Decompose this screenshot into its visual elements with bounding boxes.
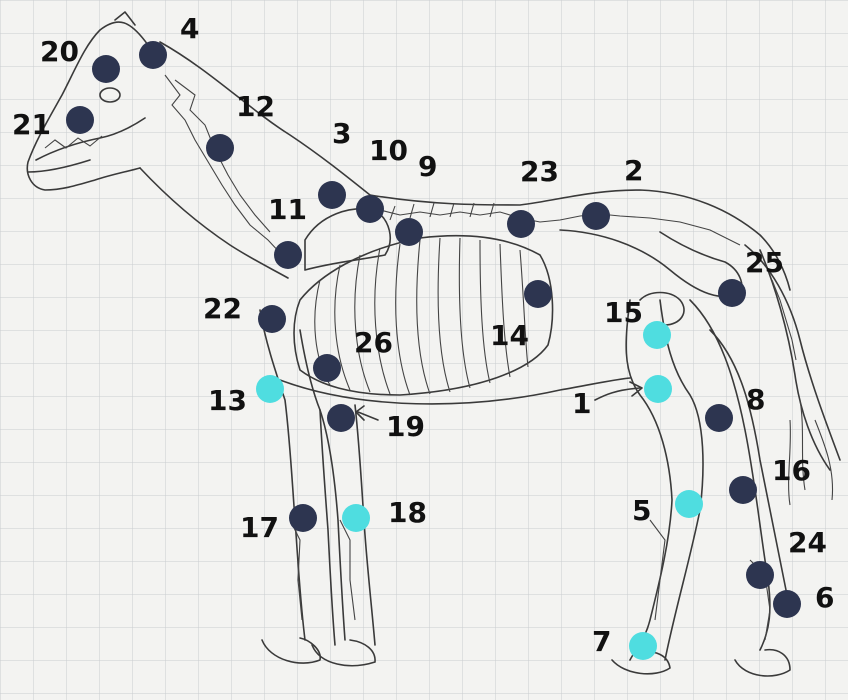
marker-dot-22 xyxy=(258,305,286,333)
marker-dot-6 xyxy=(773,590,801,618)
marker-label-25: 25 xyxy=(745,246,784,279)
marker-dot-3 xyxy=(318,181,346,209)
marker-label-6: 6 xyxy=(815,581,834,614)
marker-label-4: 4 xyxy=(180,12,199,45)
marker-label-7: 7 xyxy=(592,625,611,658)
marker-label-9: 9 xyxy=(418,150,437,183)
marker-dot-17 xyxy=(289,504,317,532)
marker-label-26: 26 xyxy=(354,326,393,359)
marker-dot-21 xyxy=(66,106,94,134)
marker-label-22: 22 xyxy=(203,292,242,325)
marker-dot-13 xyxy=(256,375,284,403)
marker-label-15: 15 xyxy=(604,296,643,329)
marker-dot-25 xyxy=(718,279,746,307)
marker-dot-10 xyxy=(356,195,384,223)
marker-dot-1 xyxy=(644,375,672,403)
marker-dot-14 xyxy=(524,280,552,308)
marker-dot-15 xyxy=(643,321,671,349)
marker-label-3: 3 xyxy=(332,117,351,150)
marker-label-1: 1 xyxy=(572,387,591,420)
marker-label-16: 16 xyxy=(772,454,811,487)
marker-dot-2 xyxy=(582,202,610,230)
marker-dot-12 xyxy=(206,134,234,162)
marker-label-18: 18 xyxy=(388,496,427,529)
marker-dot-18 xyxy=(342,504,370,532)
marker-label-2: 2 xyxy=(624,154,643,187)
marker-label-10: 10 xyxy=(369,134,408,167)
marker-label-17: 17 xyxy=(240,511,279,544)
marker-label-5: 5 xyxy=(632,494,651,527)
marker-label-23: 23 xyxy=(520,155,559,188)
marker-label-19: 19 xyxy=(386,410,425,443)
marker-label-24: 24 xyxy=(788,526,827,559)
marker-dot-4 xyxy=(139,41,167,69)
marker-dot-9 xyxy=(395,218,423,246)
marker-label-11: 11 xyxy=(268,193,307,226)
marker-dot-8 xyxy=(705,404,733,432)
marker-label-14: 14 xyxy=(490,319,529,352)
marker-dot-7 xyxy=(629,632,657,660)
marker-label-13: 13 xyxy=(208,384,247,417)
marker-dot-19 xyxy=(327,404,355,432)
marker-dot-16 xyxy=(729,476,757,504)
marker-dot-20 xyxy=(92,55,120,83)
marker-dot-24 xyxy=(746,561,774,589)
marker-label-21: 21 xyxy=(12,108,51,141)
marker-label-12: 12 xyxy=(236,90,275,123)
marker-label-20: 20 xyxy=(40,35,79,68)
marker-dot-11 xyxy=(274,241,302,269)
marker-dot-5 xyxy=(675,490,703,518)
marker-dot-23 xyxy=(507,210,535,238)
marker-label-8: 8 xyxy=(746,383,765,416)
marker-dot-26 xyxy=(313,354,341,382)
